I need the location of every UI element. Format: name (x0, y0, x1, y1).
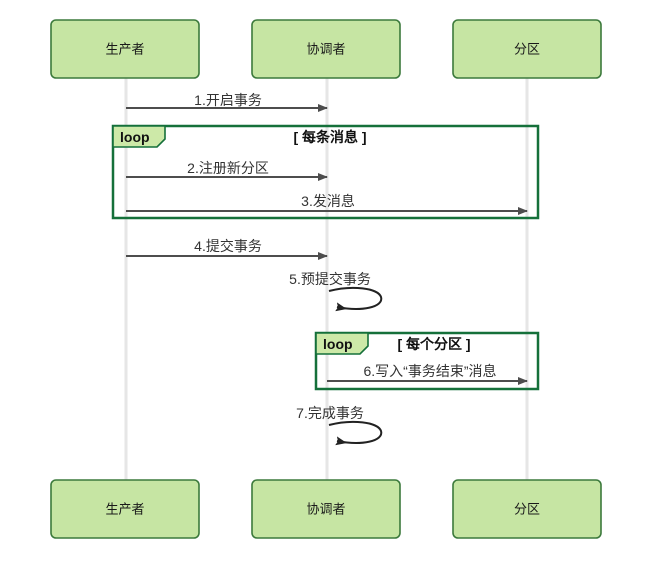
message-label: 5.预提交事务 (289, 271, 371, 287)
actor-box[interactable] (452, 479, 602, 539)
actor-coordinator-top[interactable]: 协调者 (251, 19, 401, 79)
actor-producer-bottom[interactable]: 生产者 (50, 479, 200, 539)
actor-coordinator-bottom[interactable]: 协调者 (251, 479, 401, 539)
loop-keyword: loop (323, 336, 353, 352)
message-6: 6.写入“事务结束”消息 (327, 363, 528, 385)
loop-frame (111, 124, 540, 220)
actor-partition-bottom[interactable]: 分区 (452, 479, 602, 539)
message-4: 4.提交事务 (126, 238, 328, 260)
message-2: 2.注册新分区 (126, 160, 328, 181)
actor-box[interactable] (50, 19, 200, 79)
self-call-loop (328, 286, 383, 312)
loop-label-tab (315, 332, 369, 355)
loop-keyword: loop (120, 129, 150, 145)
message-label: 7.完成事务 (296, 405, 364, 421)
loop-every-message: loop [ 每条消息 ] (111, 124, 540, 220)
actor-name: 生产者 (105, 501, 144, 516)
actor-name: 生产者 (105, 41, 144, 56)
loop-frame (314, 331, 540, 391)
actor-partition-top[interactable]: 分区 (452, 19, 602, 79)
actor-box[interactable] (50, 479, 200, 539)
actor-name: 分区 (514, 501, 540, 516)
actor-name: 分区 (514, 41, 540, 56)
message-label: 2.注册新分区 (187, 160, 269, 176)
self-call-loop (328, 420, 383, 446)
message-5: 5.预提交事务 (289, 271, 383, 312)
loop-every-partition: loop [ 每个分区 ] (314, 331, 540, 391)
message-1: 1.开启事务 (126, 92, 328, 112)
message-label: 4.提交事务 (194, 238, 262, 254)
message-label: 1.开启事务 (194, 92, 262, 108)
message-7: 7.完成事务 (296, 405, 383, 446)
actor-box[interactable] (452, 19, 602, 79)
loop-label-tab (112, 125, 166, 148)
actor-box[interactable] (251, 19, 401, 79)
loop-condition: [ 每个分区 ] (397, 336, 470, 352)
message-label: 3.发消息 (301, 193, 355, 209)
loop-condition: [ 每条消息 ] (293, 129, 366, 145)
actor-producer-top[interactable]: 生产者 (50, 19, 200, 79)
message-label: 6.写入“事务结束”消息 (364, 363, 497, 379)
actor-name: 协调者 (306, 41, 345, 56)
actor-name: 协调者 (306, 501, 345, 516)
message-3: 3.发消息 (126, 193, 528, 215)
actor-box[interactable] (251, 479, 401, 539)
